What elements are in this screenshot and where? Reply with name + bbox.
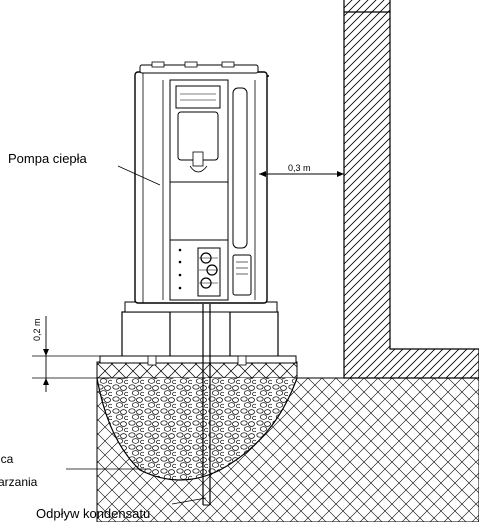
support-blocks (99, 311, 297, 366)
wall-gap-dimension: 0,3 m (259, 163, 344, 177)
heat-pump-unit (124, 61, 278, 313)
base-height-label: 0,2 m (32, 318, 42, 341)
condensate-drain-pipe (202, 304, 211, 506)
gravel-label-line1: ica (0, 452, 14, 466)
building-wall (343, 0, 479, 379)
heat-pump-callout: Pompa ciepła (8, 151, 161, 186)
heat-pump-label: Pompa ciepła (8, 151, 88, 166)
gravel-callout: ica arzania (0, 452, 150, 489)
wall-gap-label: 0,3 m (288, 163, 311, 173)
base-height-dimension: 0,2 m (32, 316, 128, 392)
condensate-callout: Odpływ kondensatu (36, 497, 207, 521)
gravel-label-line2: arzania (0, 475, 38, 489)
condensate-drain-label: Odpływ kondensatu (36, 506, 150, 521)
